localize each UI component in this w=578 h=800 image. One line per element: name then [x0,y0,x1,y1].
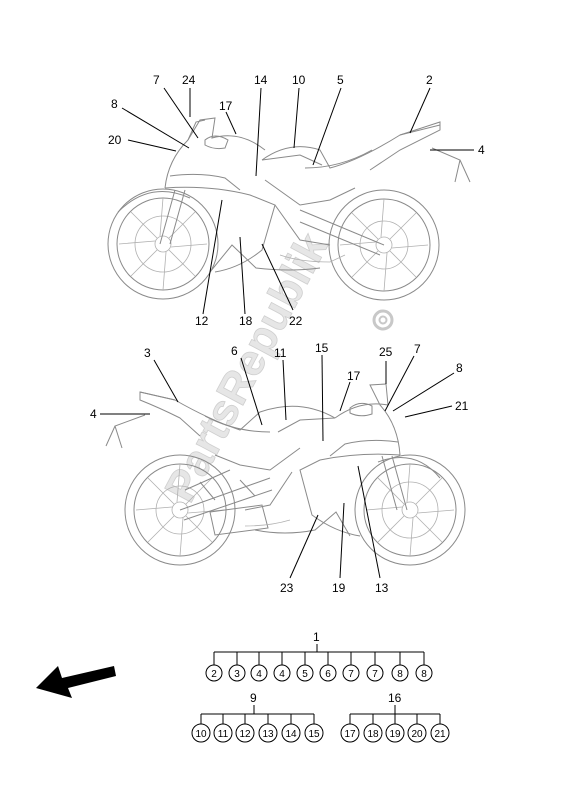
callout-labels-top: 7 24 14 10 5 2 8 17 20 4 12 18 22 [108,73,485,328]
callout-label: 20 [108,133,122,147]
callout-label: 12 [195,314,209,328]
set-item-label: 19 [389,729,401,740]
callout-label: 13 [375,581,389,595]
set-item-label: 5 [302,669,308,680]
set-item-label: 18 [367,729,379,740]
callout-label: 24 [182,73,196,87]
set-16-items: 17 18 19 20 21 [340,714,450,743]
set-item-label: 3 [234,669,240,680]
callout-label: 3 [144,346,151,360]
set-item-label: 17 [344,729,356,740]
callout-label: 6 [231,344,238,358]
set-1-items: 2 3 4 4 5 6 7 7 8 8 [205,652,433,682]
set-item-label: 7 [372,669,378,680]
callout-labels-bottom: 3 6 11 15 25 7 8 17 4 21 23 19 13 [90,341,469,595]
callout-label: 18 [239,314,253,328]
callout-label: 14 [254,73,268,87]
set-item-label: 15 [308,729,320,740]
callout-label: 8 [456,361,463,375]
set-item-label: 2 [211,669,217,680]
callout-label: 5 [337,73,344,87]
set-tree-16: 16 17 18 19 20 21 [340,691,450,743]
set-item-label: 13 [262,729,274,740]
callout-label: 17 [347,369,361,383]
set-item-label: 4 [279,669,285,680]
callout-label: 8 [111,97,118,111]
set-item-label: 14 [285,729,297,740]
set-item-label: 8 [421,669,427,680]
callout-label: 4 [478,143,485,157]
callout-lines-top [121,87,474,315]
callout-label: 19 [332,581,346,595]
watermark: PartsRepublik [156,225,338,510]
set-item-label: 11 [218,729,229,740]
set-item-label: 6 [325,669,331,680]
set-label: 1 [313,630,320,644]
arrow-front-left-icon [36,666,116,698]
motorcycle-right-view [107,117,471,301]
callout-label: 4 [90,407,97,421]
set-item-label: 10 [195,729,207,740]
callout-label: 7 [153,73,160,87]
set-item-label: 7 [348,669,354,680]
watermark-gear-icon [372,309,394,331]
set-item-label: 20 [411,729,423,740]
set-item-label: 21 [434,729,446,740]
set-tree-1: 1 2 3 4 4 5 [205,630,433,682]
callout-label: 25 [379,345,393,359]
callout-label: 10 [292,73,306,87]
callout-label: 23 [280,581,294,595]
callout-label: 21 [455,399,469,413]
set-9-items: 10 11 12 13 14 15 [191,714,324,743]
set-item-label: 12 [239,729,251,740]
callout-label: 15 [315,341,329,355]
set-tree-9: 9 10 11 12 13 14 15 [191,691,324,743]
callout-label: 22 [289,314,303,328]
callout-label: 7 [414,342,421,356]
set-label: 9 [250,691,257,705]
set-label: 16 [388,691,402,705]
set-item-label: 4 [256,669,262,680]
callout-label: 11 [274,346,287,360]
set-item-label: 8 [397,669,403,680]
callout-lines-bottom [100,354,455,579]
motorcycle-left-view [105,383,466,566]
callout-label: 17 [219,99,233,113]
callout-label: 2 [426,73,433,87]
